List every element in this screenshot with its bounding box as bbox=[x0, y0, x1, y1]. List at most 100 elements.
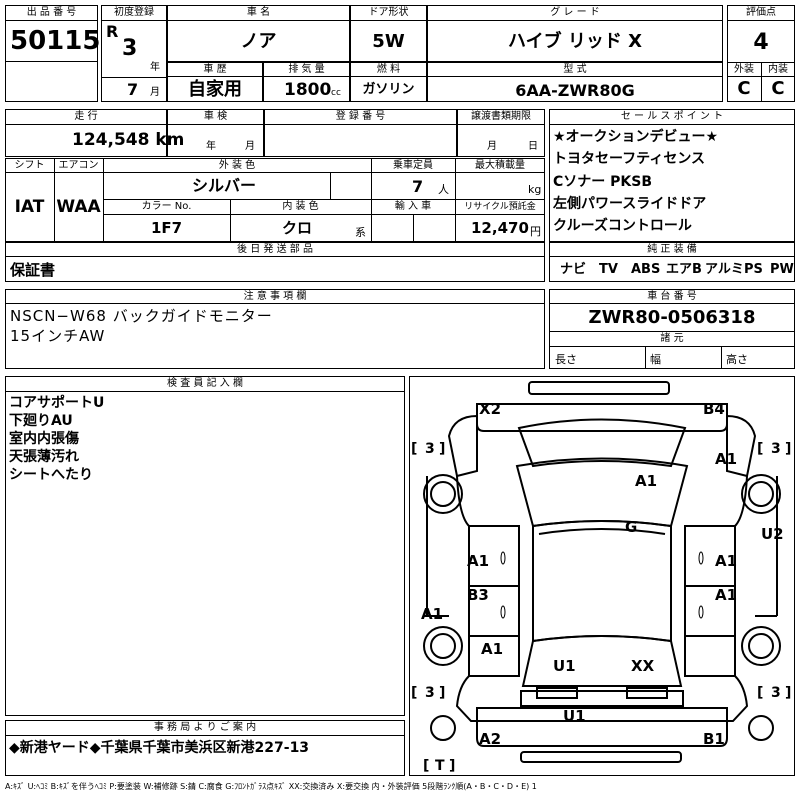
mark-a1-rr-door: A1 bbox=[715, 586, 737, 604]
aircon-value: WAA bbox=[56, 197, 101, 217]
max-load-unit: kg bbox=[528, 183, 542, 196]
score-label: 評価点 bbox=[746, 7, 776, 18]
tire-rr: 3 bbox=[771, 685, 781, 701]
svg-text:[: [ bbox=[411, 441, 417, 457]
int-color-unit: 系 bbox=[355, 226, 366, 239]
aircon-label: エアコン bbox=[58, 160, 99, 171]
legend-text: A:ｷｽﾞ U:ﾍｺﾐ B:ｷｽﾞを伴うﾍｺﾐ P:要塗装 W:補修跡 S:錆 … bbox=[5, 782, 537, 791]
door-value: 5W bbox=[372, 31, 405, 52]
score-int-label: 内装 bbox=[768, 64, 788, 75]
displacement-value: 1800 bbox=[284, 80, 332, 100]
shift-label: シフト bbox=[14, 160, 45, 171]
mileage-value: 124,548 km bbox=[72, 130, 185, 150]
inspection-box bbox=[167, 109, 264, 157]
mark-u1-rear: U1 bbox=[563, 707, 586, 725]
notes-box bbox=[5, 289, 545, 369]
fuel-label: 燃 料 bbox=[376, 64, 401, 75]
mark-b1: B1 bbox=[703, 730, 725, 748]
type-label: 型 式 bbox=[563, 64, 587, 75]
dims-height: 高さ bbox=[726, 353, 748, 366]
mark-a2: A2 bbox=[479, 730, 501, 748]
max-load-label: 最大積載量 bbox=[475, 160, 525, 171]
lot-number: 50115 bbox=[10, 26, 101, 56]
sales-points-box bbox=[549, 109, 795, 242]
svg-text:]: ] bbox=[785, 685, 791, 701]
mileage-box bbox=[5, 109, 167, 157]
tire-fr: 3 bbox=[771, 441, 781, 457]
door-box bbox=[350, 5, 427, 62]
inspector-line: シートへたり bbox=[9, 467, 93, 483]
inspector-line: 天張薄汚れ bbox=[9, 449, 79, 465]
first-reg-box bbox=[101, 5, 167, 102]
displacement-label: 排 気 量 bbox=[288, 64, 325, 75]
inspection-year-unit: 年 bbox=[206, 141, 216, 152]
equipment-item: PS bbox=[744, 262, 763, 277]
mileage-label: 走 行 bbox=[74, 111, 98, 122]
score-ext: C bbox=[737, 78, 751, 99]
svg-text:[: [ bbox=[423, 758, 429, 774]
mark-u1-roof: U1 bbox=[553, 657, 576, 675]
svg-text:[: [ bbox=[757, 685, 763, 701]
mark-g: G bbox=[625, 518, 637, 536]
recycle-value: 12,470 bbox=[471, 219, 529, 237]
displacement-unit: cc bbox=[331, 88, 341, 98]
later-parts-label: 後 日 発 送 部 品 bbox=[237, 244, 313, 255]
notes-line: 15インチAW bbox=[10, 327, 106, 345]
score-int: C bbox=[771, 78, 785, 99]
tire-fl: 3 bbox=[425, 441, 435, 457]
office-label: 事 務 局 よ り ご 案 内 bbox=[153, 722, 257, 733]
first-reg-month-unit: 月 bbox=[150, 87, 160, 98]
inspector-box bbox=[5, 376, 405, 716]
color-no-label: カラー No. bbox=[141, 201, 192, 212]
office-value: ◆新港ヤード◆千葉県千葉市美浜区新港227-13 bbox=[9, 740, 310, 756]
first-reg-label: 初度登録 bbox=[114, 7, 154, 18]
first-reg-month: 7 bbox=[127, 80, 139, 99]
spec-box bbox=[5, 158, 545, 242]
transfer-box bbox=[457, 109, 545, 157]
mark-xx: XX bbox=[631, 657, 655, 675]
ext-color-label: 外 装 色 bbox=[218, 160, 256, 171]
inspection-month-unit: 月 bbox=[245, 141, 255, 152]
sales-point-item: 左側パワースライドドア bbox=[553, 196, 707, 212]
model-box bbox=[167, 5, 350, 62]
dims-length: 長さ bbox=[555, 353, 577, 366]
color-no-value: 1F7 bbox=[150, 219, 183, 237]
inspector-line: コアサポートU bbox=[9, 395, 105, 411]
displacement-box bbox=[263, 62, 350, 102]
lot-box bbox=[5, 5, 98, 102]
equipment-label: 純 正 装 備 bbox=[647, 244, 697, 255]
int-color-value: クロ bbox=[282, 219, 313, 237]
chassis-label: 車 台 番 号 bbox=[647, 291, 697, 302]
svg-text:]: ] bbox=[439, 685, 445, 701]
tire-rl: 3 bbox=[425, 685, 435, 701]
type-value: 6AA-ZWR80G bbox=[515, 81, 635, 100]
registration-label: 登 録 番 号 bbox=[335, 111, 386, 122]
capacity-unit: 人 bbox=[438, 183, 449, 196]
model-value: ノア bbox=[240, 31, 277, 52]
equipment-item: TV bbox=[599, 262, 618, 277]
shift-value: IAT bbox=[14, 197, 45, 217]
transfer-label: 譲渡書類期限 bbox=[471, 111, 531, 122]
equipment-box bbox=[549, 242, 795, 282]
grade-value: ハイブ リッド X bbox=[507, 31, 643, 52]
equipment-item: PW bbox=[770, 262, 794, 277]
mark-a1-fr: A1 bbox=[715, 450, 737, 468]
score-value: 4 bbox=[753, 30, 769, 55]
history-value: 自家用 bbox=[188, 79, 242, 100]
ext-color-value: シルバー bbox=[192, 176, 257, 195]
sales-point-item: Cソナー PKSB bbox=[553, 174, 653, 190]
equipment-item: ナビ bbox=[560, 262, 587, 277]
mark-a1-hood: A1 bbox=[635, 472, 657, 490]
office-box bbox=[5, 720, 405, 776]
chassis-box bbox=[549, 289, 795, 369]
svg-text:]: ] bbox=[449, 758, 455, 774]
dims-width: 幅 bbox=[650, 353, 661, 366]
lot-label: 出 品 番 号 bbox=[26, 7, 77, 18]
score-ext-label: 外装 bbox=[734, 64, 754, 75]
svg-text:]: ] bbox=[785, 441, 791, 457]
car-diagram: [3] [3] [3] [3] [T] X2 B4 A1 A1 G A1 U2 … bbox=[411, 381, 791, 774]
sales-point-item: クルーズコントロール bbox=[553, 218, 692, 234]
first-reg-era: R bbox=[106, 22, 119, 41]
mark-u2: U2 bbox=[761, 525, 784, 543]
mark-b3: B3 bbox=[467, 586, 489, 604]
